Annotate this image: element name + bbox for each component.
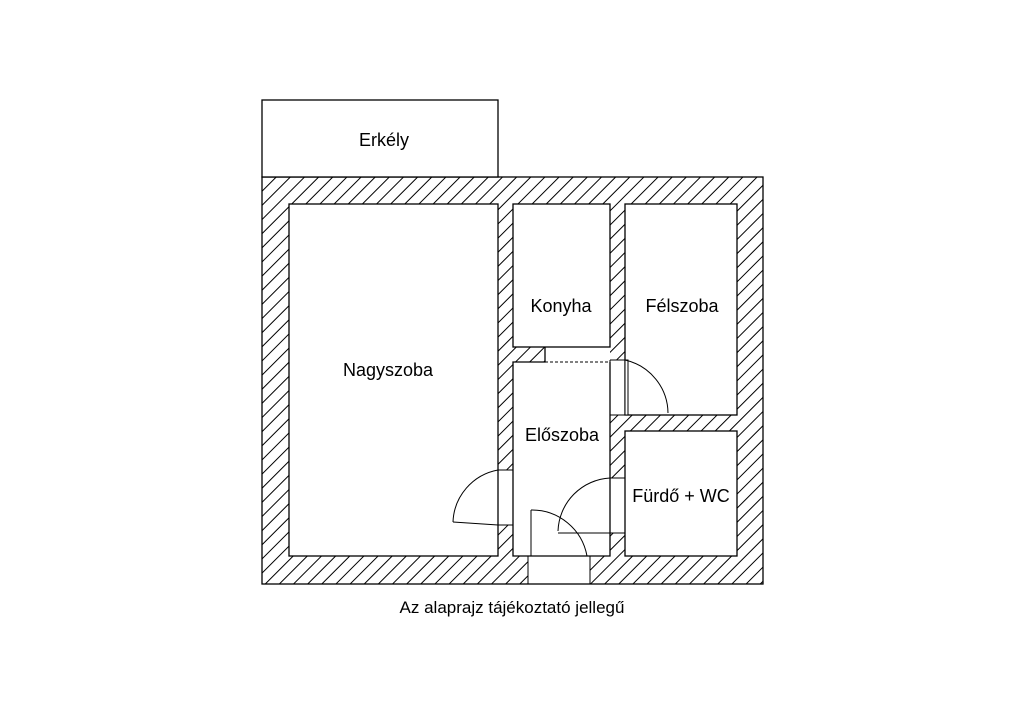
doors	[452, 346, 669, 585]
balcony: Erkély	[261, 99, 499, 178]
room-label-konyha: Konyha	[530, 296, 592, 316]
room-labels: Nagyszoba Konyha Félszoba Előszoba Fürdő…	[343, 296, 730, 506]
room-label-eloszoba: Előszoba	[525, 425, 600, 445]
room-label-felszoba: Félszoba	[645, 296, 719, 316]
felszoba-door	[609, 359, 669, 416]
furdo-door	[557, 477, 626, 534]
nagyszoba-door	[452, 469, 514, 526]
disclaimer-caption: Az alaprajz tájékoztató jellegű	[399, 598, 625, 617]
room-label-nagyszoba: Nagyszoba	[343, 360, 434, 380]
balcony-label: Erkély	[359, 130, 409, 150]
entrance-door	[527, 509, 591, 585]
kitchen-opening	[545, 346, 610, 363]
room-label-furdo: Fürdő + WC	[632, 486, 730, 506]
